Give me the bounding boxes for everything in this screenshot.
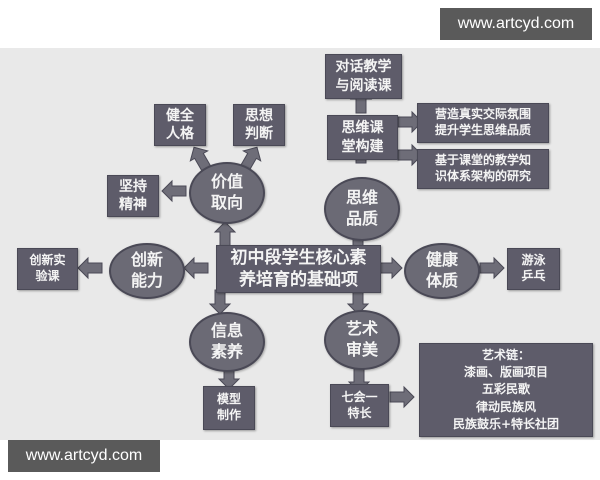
box-line2: 人格 [166,126,194,142]
box-line1: 健全 [166,107,194,124]
box-line1: 营造真实交际氛围 [434,107,531,122]
box-thinking-classroom: 思维课 堂构建 [327,115,398,160]
box-line1: 模型 [216,392,241,407]
box-real-atmosphere: 营造真实交际氛围 提升学生思维品质 [417,103,549,143]
node-health-physique: 健康 体质 [404,243,480,299]
art-chain-item: 民族鼓乐+特长社团 [452,417,560,432]
box-line2: 堂构建 [341,138,384,155]
box-dialogue-reading: 对话教学 与阅读课 [325,54,402,99]
node-innovation-ability: 创新 能力 [109,243,185,299]
box-line2: 乒乓 [521,269,546,283]
node-value-orientation: 价值 取向 [189,162,265,224]
art-chain-item: 漆画、版画项目 [463,364,548,379]
node-line1: 艺术 [345,319,378,339]
box-line2: 制作 [216,408,241,422]
center-line1: 初中段学生核心素 [230,247,367,268]
box-perseverance: 坚持 精神 [107,175,159,217]
box-model-making: 模型 制作 [203,386,255,430]
box-knowledge-research: 基于课堂的教学知 识体系架构的研究 [417,149,549,189]
box-line2: 判断 [245,126,273,142]
box-line1: 对话教学 [335,59,392,76]
box-line1: 七会一 [341,389,378,404]
box-line2: 提升学生思维品质 [434,123,531,137]
node-line1: 信息 [210,321,243,341]
node-line1: 思维 [345,188,378,208]
node-line2: 取向 [210,193,243,212]
node-line1: 创新 [130,250,163,270]
box-line1: 创新实 [29,253,66,268]
box-line1: 思想 [245,107,273,124]
box-line2: 与阅读课 [335,77,392,94]
node-line2: 审美 [345,340,378,359]
box-innovation-lab: 创新实 验课 [17,248,78,290]
node-information-literacy: 信息 素养 [189,312,265,372]
watermark-top: www.artcyd.com [440,8,592,40]
art-chain-title: 艺术链： [481,347,530,362]
box-line1: 游泳 [521,253,546,268]
box-line1: 思维课 [341,120,384,137]
box-seven-skills: 七会一 特长 [330,384,389,427]
node-line1: 健康 [425,250,458,270]
box-line1: 基于课堂的教学知 [434,153,531,168]
watermark-bottom: www.artcyd.com [8,440,160,472]
box-line2: 特长 [347,405,372,420]
node-art-aesthetics: 艺术 审美 [324,310,400,370]
node-line1: 价值 [210,172,243,192]
box-thought-judgment: 思想 判断 [233,104,285,146]
center-line2: 养培育的基础项 [239,270,358,290]
center-core-literacy-box: 初中段学生核心素 养培育的基础项 [216,245,381,293]
node-line2: 能力 [130,271,163,290]
box-line2: 验课 [35,269,60,283]
node-thinking-quality: 思维 品质 [324,177,400,241]
box-line2: 精神 [119,197,147,213]
box-art-chain: 艺术链： 漆画、版画项目 五彩民歌 律动民族风 民族鼓乐+特长社团 [419,343,593,437]
box-line1: 坚持 [119,178,147,195]
node-line2: 体质 [425,271,458,290]
node-line2: 素养 [210,342,243,361]
box-sound-personality: 健全 人格 [154,104,206,146]
box-swim-pingpong: 游泳 乒乓 [507,248,560,290]
box-line2: 识体系架构的研究 [434,169,531,183]
node-line2: 品质 [345,209,378,228]
art-chain-item: 律动民族风 [475,399,536,414]
art-chain-item: 五彩民歌 [481,382,530,397]
